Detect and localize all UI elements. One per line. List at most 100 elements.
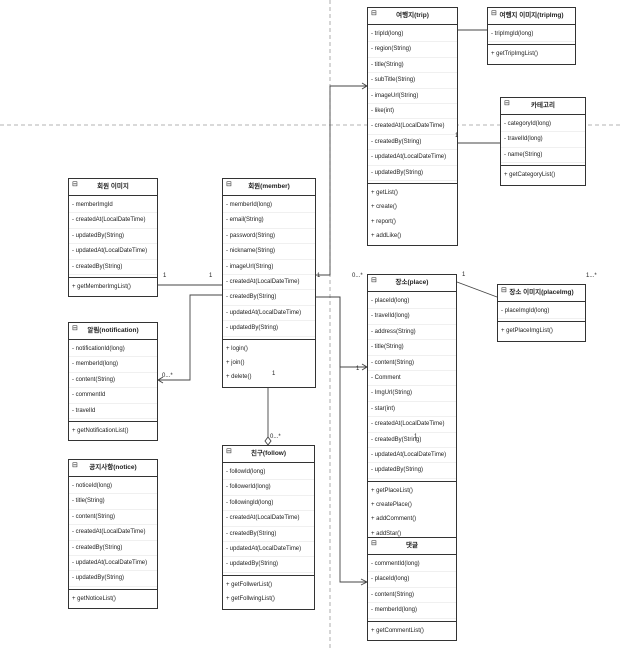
attribute-row: - title(String) xyxy=(368,58,457,74)
class-header: ⊟회원 이미지 xyxy=(69,179,157,196)
attribute-row: - travelId(long) xyxy=(501,132,585,148)
method-list: + getNoticeList() xyxy=(69,588,157,608)
method-list: + getMemberImgList() xyxy=(69,276,157,296)
arrow-notification xyxy=(157,376,164,384)
attribute-row: - commentId(long) xyxy=(368,557,456,573)
attribute-list: - notificationId(long)- memberId(long)- … xyxy=(69,340,157,421)
attribute-row: - subTitle(String) xyxy=(368,73,457,89)
class-name: 여행지(trip) xyxy=(396,12,429,19)
multiplicity-label: 1 xyxy=(356,366,360,372)
method-row: + getFollwerList() xyxy=(226,581,273,588)
attribute-row: - password(String) xyxy=(223,229,315,245)
attribute-list: - categoryId(long)- travelId(long)- name… xyxy=(501,115,585,165)
class-header: ⊟ 여행지(trip) xyxy=(368,8,457,25)
class-name: 알림(notification) xyxy=(87,327,139,334)
attribute-row: - followerId(long) xyxy=(223,480,314,496)
attribute-row: - createdAt(LocalDateTime) xyxy=(368,417,456,433)
attribute-row: - updatedAt(LocalDateTime) xyxy=(223,306,315,322)
class-place[interactable]: ⊟장소(place)- placeId(long)- travelId(long… xyxy=(367,274,457,545)
attribute-row: - content(String) xyxy=(368,588,456,604)
method-list: + getTripImgList() xyxy=(488,44,575,63)
method-list: + getList()+ create()+ report()+ addLike… xyxy=(368,182,457,246)
attribute-row: - imageUrl(String) xyxy=(368,89,457,104)
class-header: ⊟ 장소(place) xyxy=(368,275,456,292)
class-tripimg[interactable]: ⊟여행지 이미지(tripImg)- tripImgId(long)+ getT… xyxy=(487,7,576,65)
attribute-row: - createdBy(String) xyxy=(69,260,157,275)
class-header: ⊟여행지 이미지(tripImg) xyxy=(488,8,575,25)
method-list: + getNotificationList() xyxy=(69,420,157,440)
collapse-icon[interactable]: ⊟ xyxy=(226,448,232,455)
attribute-row: - email(String) xyxy=(223,213,315,229)
collapse-icon[interactable]: ⊟ xyxy=(371,10,377,17)
class-placeimg[interactable]: ⊟장소 이미지(placeImg)- placeImgId(long)+ get… xyxy=(497,284,586,342)
attribute-row: - memberId(long) xyxy=(69,357,157,373)
class-memberimg[interactable]: ⊟회원 이미지- memberImgId- createdAt(LocalDat… xyxy=(68,178,158,298)
multiplicity-label: 1 xyxy=(414,434,418,440)
attribute-row: - placeImgId(long) xyxy=(498,304,585,320)
class-header: ⊟공지사항(notice) xyxy=(69,460,157,477)
class-category[interactable]: ⊟카테고리- categoryId(long)- travelId(long)-… xyxy=(500,97,586,186)
multiplicity-label: 0...* xyxy=(270,434,281,440)
collapse-icon[interactable]: ⊟ xyxy=(72,181,78,188)
attribute-row: - title(String) xyxy=(69,494,157,510)
collapse-icon[interactable]: ⊟ xyxy=(504,100,510,107)
assoc-member-comment xyxy=(316,296,367,583)
collapse-icon[interactable]: ⊟ xyxy=(491,10,497,17)
method-row: + getTripImgList() xyxy=(491,51,538,58)
method-row: + getMemberImgList() xyxy=(72,283,131,290)
collapse-icon[interactable]: ⊟ xyxy=(72,325,78,332)
attribute-list: - followId(long)- followerId(long)- foll… xyxy=(223,463,314,575)
method-row: + join() xyxy=(226,359,245,366)
class-follow[interactable]: ⊟친구(follow)- followId(long)- followerId(… xyxy=(222,445,315,610)
attribute-row: - createdBy(String) xyxy=(368,433,456,448)
attribute-row: - updatedBy(String) xyxy=(69,229,157,245)
class-name: 여행지 이미지(tripImg) xyxy=(499,12,564,19)
assoc-place-placeimg xyxy=(456,281,498,298)
attribute-row: - createdBy(String) xyxy=(368,135,457,151)
attribute-row: - memberId(long) xyxy=(368,603,456,619)
collapse-icon[interactable]: ⊟ xyxy=(72,462,78,469)
attribute-row: - createdBy(String) xyxy=(223,290,315,306)
method-row: + getCommentList() xyxy=(371,627,424,634)
attribute-row: - createdAt(LocalDateTime) xyxy=(69,525,157,541)
diamond-follow xyxy=(264,436,272,446)
class-name: 장소 이미지(placeImg) xyxy=(509,289,574,296)
attribute-row: - travelId xyxy=(69,404,157,419)
multiplicity-label: 1 xyxy=(209,273,213,279)
class-name: 장소(place) xyxy=(395,279,429,286)
class-name: 댓글 xyxy=(406,542,418,549)
attribute-row: - createdBy(String) xyxy=(69,541,157,556)
attribute-row: - tripId(long) xyxy=(368,27,457,43)
attribute-row: - placeId(long) xyxy=(368,572,456,588)
class-notice[interactable]: ⊟공지사항(notice)- noticeId(long)- title(Str… xyxy=(68,459,158,610)
attribute-row: - followingId(long) xyxy=(223,496,314,512)
attribute-row: - content(String) xyxy=(368,356,456,371)
class-member[interactable]: ⊟회원(member)- memberId(long)- email(Strin… xyxy=(222,178,316,388)
multiplicity-label: 0...* xyxy=(162,373,173,379)
attribute-row: - updatedBy(String) xyxy=(223,321,315,337)
class-notification[interactable]: ⊟ 알림(notification) - notificationId(long)-… xyxy=(68,322,158,442)
class-header: ⊟장소 이미지(placeImg) xyxy=(498,285,585,302)
method-row: + getFollwingList() xyxy=(226,596,275,603)
attribute-row: - updatedAt(LocalDateTime) xyxy=(69,244,157,260)
attribute-row: - updatedAt(LocalDateTime) xyxy=(368,448,456,464)
attribute-row: - createdAt(LocalDateTime) xyxy=(223,275,315,291)
class-header: ⊟회원(member) xyxy=(223,179,315,196)
attribute-row: - region(String) xyxy=(368,42,457,58)
attribute-list: - commentId(long)- placeId(long)- conten… xyxy=(368,555,456,621)
class-header: ⊟친구(follow) xyxy=(223,446,314,463)
class-comment[interactable]: ⊟ 댓글 - commentId(long)- placeId(long)- con… xyxy=(367,537,457,641)
attribute-row: - travelId(long) xyxy=(368,309,456,325)
assoc-member-notification xyxy=(158,294,222,381)
attribute-row: - createdBy(String) xyxy=(223,527,314,542)
collapse-icon[interactable]: ⊟ xyxy=(226,181,232,188)
collapse-icon[interactable]: ⊟ xyxy=(371,540,377,547)
attribute-row: - title(String) xyxy=(368,340,456,356)
method-row: + addComment() xyxy=(371,516,417,523)
attribute-list: - tripId(long)- region(String)- title(St… xyxy=(368,25,457,183)
class-trip[interactable]: ⊟ 여행지(trip) - tripId(long)- region(String)… xyxy=(367,7,458,247)
attribute-row: - updatedBy(String) xyxy=(69,571,157,587)
collapse-icon[interactable]: ⊟ xyxy=(371,277,377,284)
collapse-icon[interactable]: ⊟ xyxy=(501,287,507,294)
